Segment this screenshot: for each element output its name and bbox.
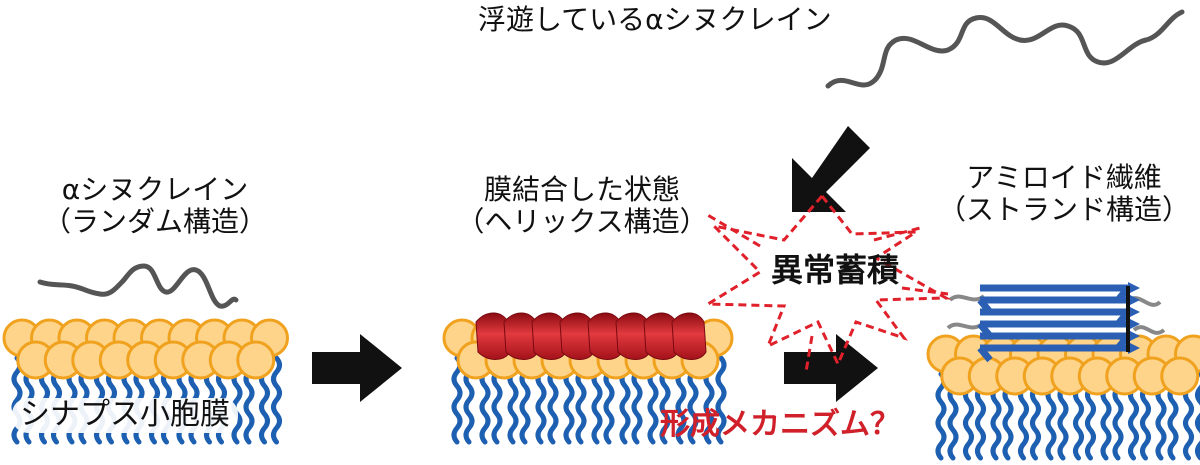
alpha-helix-structure [475, 312, 707, 360]
lipid-head [236, 340, 276, 380]
beta-strand-arrowhead [1128, 282, 1140, 294]
helix-structure-title: 膜結合した状態 [483, 173, 680, 206]
abnormal-accumulation-label: 異常蓄積 [770, 251, 899, 289]
beta-strand-arrowhead [1128, 330, 1140, 342]
lipid-tail [935, 371, 947, 461]
formation-mechanism-label: 形成メカニズム？ [660, 407, 900, 442]
random-coil-protein [37, 263, 239, 309]
floating-protein-chain [825, 9, 1185, 89]
synaptic-vesicle-membrane-label: シナプス小胞膜 [12, 397, 238, 433]
helix-turn [671, 312, 707, 360]
amyloid-structure-title: アミロイド繊維 [966, 161, 1162, 194]
beta-strand-arrowhead [1128, 318, 1140, 330]
lipid-head [1160, 356, 1200, 396]
amyloid-fibril-structure [946, 282, 1166, 363]
right-arrow-icon [784, 334, 878, 402]
starburst-spikes-icon [705, 212, 949, 373]
beta-strand-arrowhead [1128, 342, 1140, 354]
random-structure-label: αシヌクレイン （ランダム構造） [10, 173, 300, 239]
lipid-tail [451, 355, 463, 445]
lipid-heads-left [2, 318, 289, 380]
amyloid-structure-label: アミロイド繊維 （ストランド構造） [930, 161, 1198, 227]
beta-strand [977, 344, 1128, 363]
floating-protein-label: 浮遊しているαシヌクレイン [478, 3, 832, 36]
lipid-tail [271, 355, 282, 445]
right-arrow-icon [312, 334, 402, 402]
beta-strand-arrowhead [1128, 306, 1140, 318]
down-left-arrow-icon [792, 126, 870, 212]
lipid-tail [715, 355, 727, 445]
random-structure-subtitle: （ランダム構造） [42, 205, 267, 239]
amyloid-structure-subtitle: （ストランド構造） [937, 193, 1190, 227]
helix-structure-label: 膜結合した状態 （ヘリックス構造） [432, 173, 732, 239]
helix-structure-subtitle: （ヘリックス構造） [456, 205, 708, 239]
random-structure-title: αシヌクレイン [61, 173, 249, 206]
beta-strand-arrowhead [1128, 294, 1140, 306]
starburst-icon [702, 193, 952, 368]
